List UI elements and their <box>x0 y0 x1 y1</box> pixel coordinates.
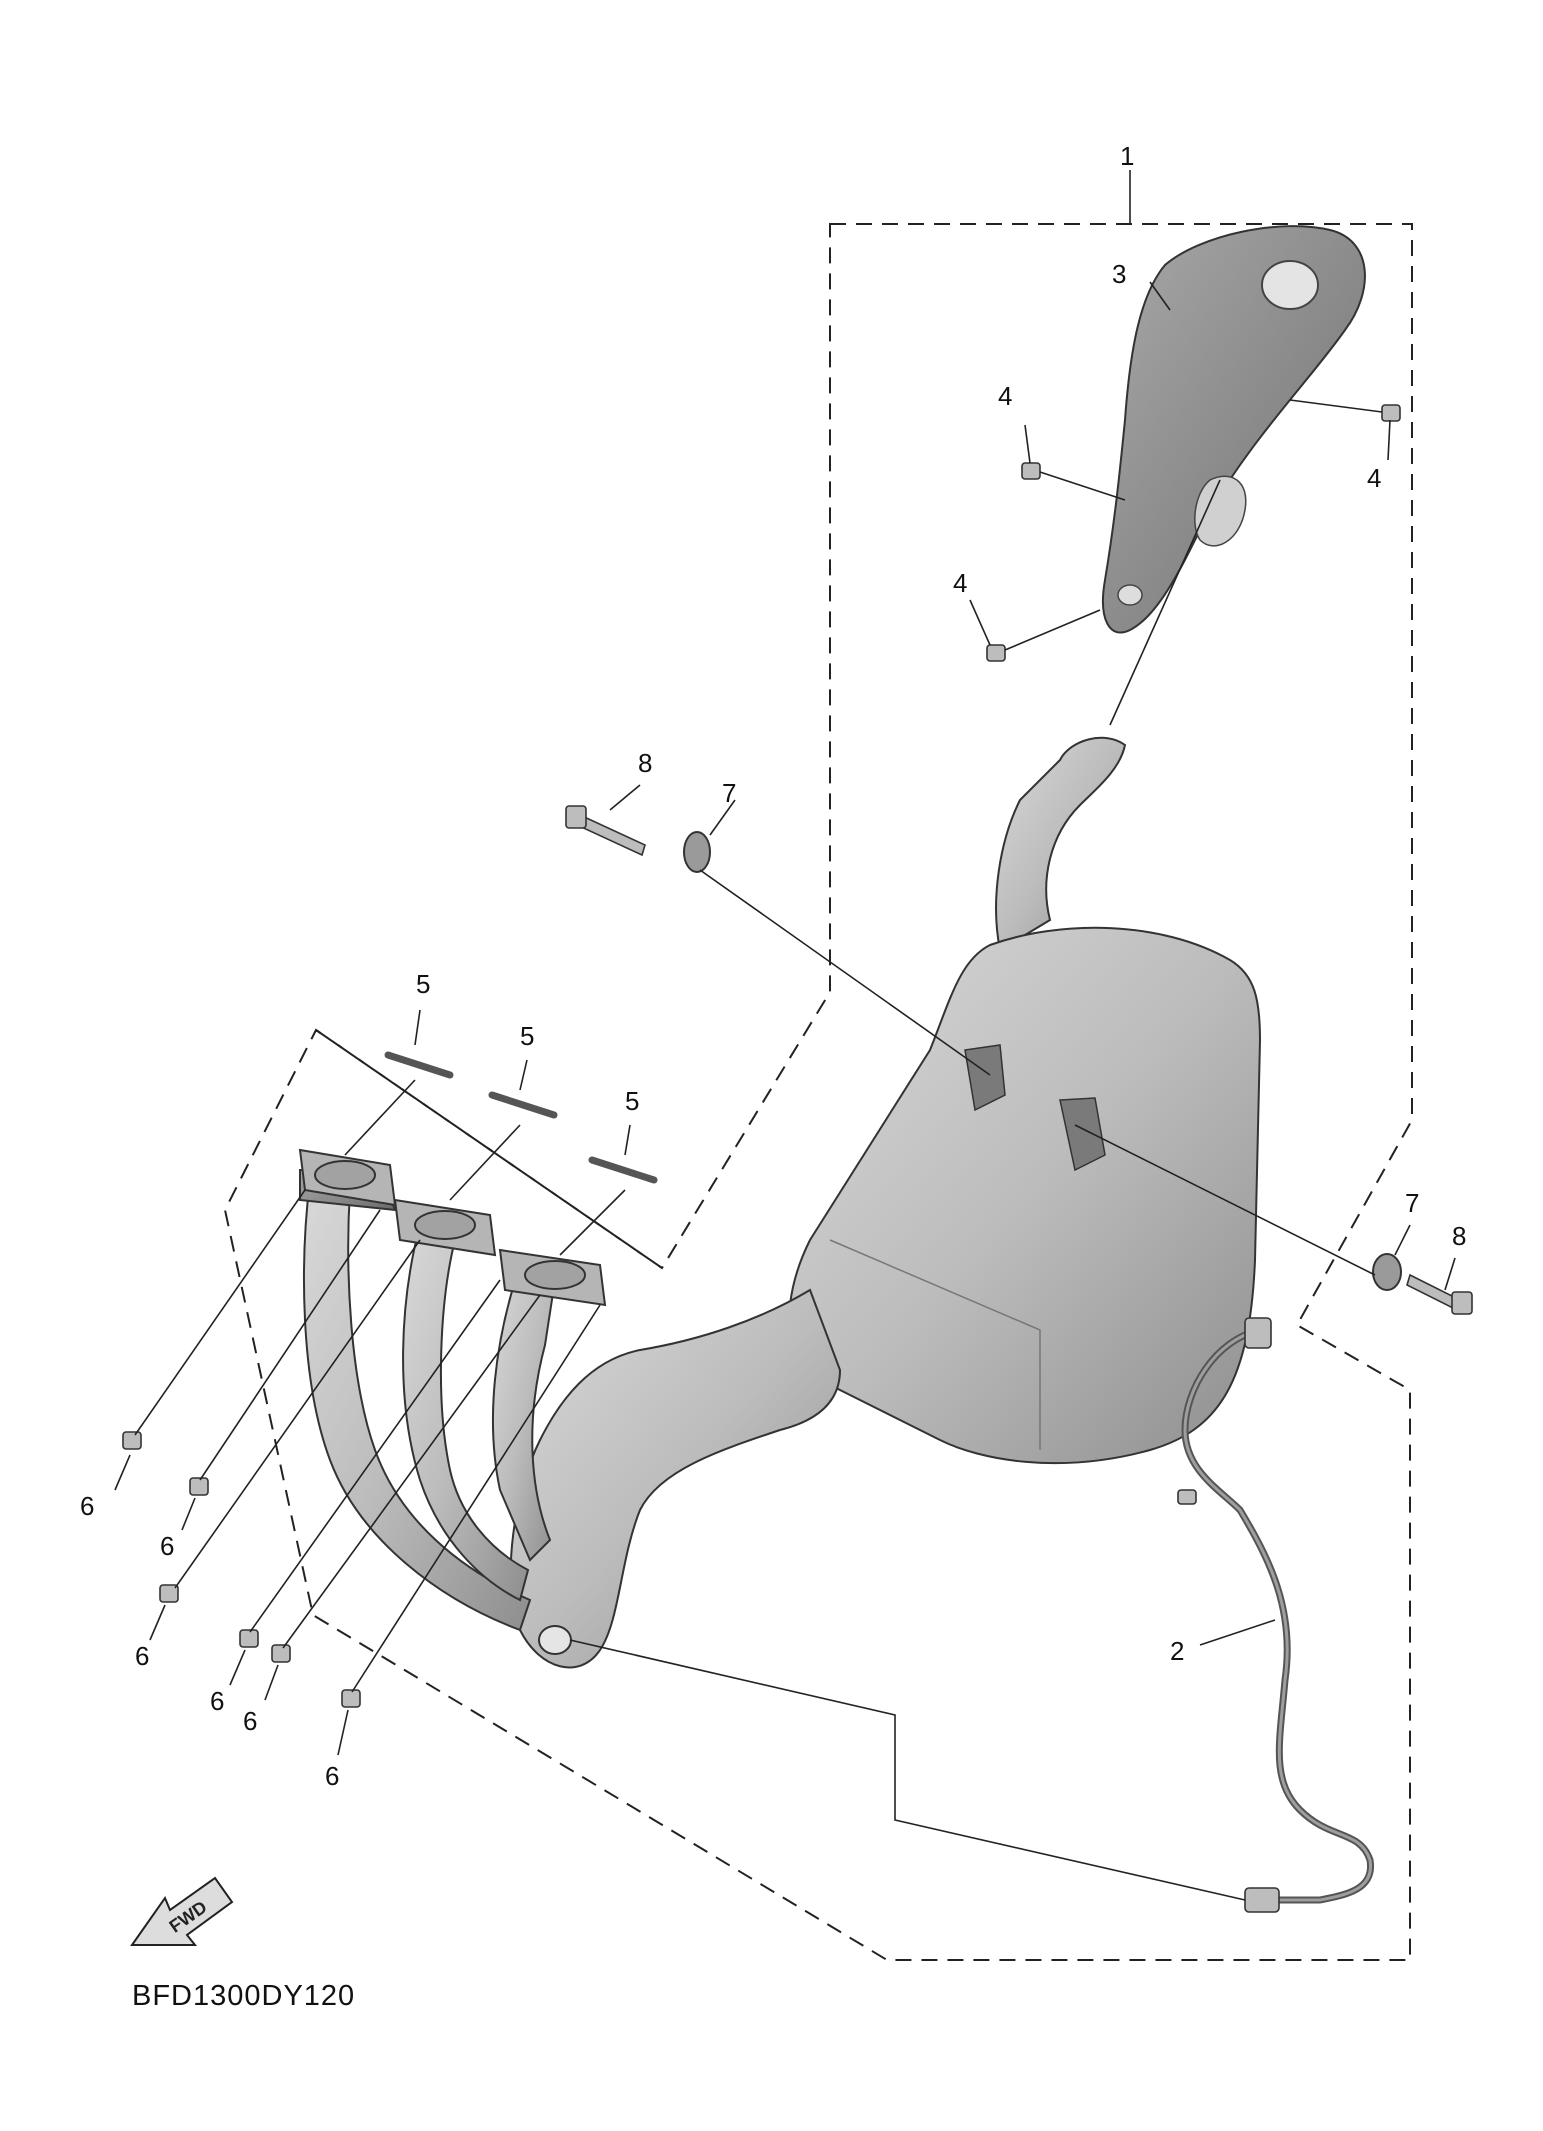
callout-7-b: 7 <box>1405 1188 1419 1218</box>
callout-1: 1 <box>1120 141 1134 171</box>
callout-5-a: 5 <box>416 969 430 999</box>
diagram-code: BFD1300DY120 <box>132 1980 355 2012</box>
nut-6-e <box>271 1644 291 1663</box>
mid-pipe <box>509 1288 842 1669</box>
gasket-5-c <box>588 1156 658 1184</box>
bolt-4-a <box>1021 462 1041 480</box>
muffler <box>788 736 1262 1465</box>
callout-5-b: 5 <box>520 1021 534 1051</box>
gasket-5-a <box>384 1051 454 1079</box>
nut-6-a <box>122 1431 142 1450</box>
nut-6-c <box>159 1584 179 1603</box>
callout-5-c: 5 <box>625 1086 639 1116</box>
nut-6-b <box>189 1477 209 1496</box>
callout-6-c: 6 <box>135 1641 149 1671</box>
header-pipes <box>298 1148 607 1632</box>
bolt-4-b <box>1381 404 1401 422</box>
bolt-8-left <box>576 813 646 857</box>
callout-8-b: 8 <box>1452 1221 1466 1251</box>
washer-7-right <box>1372 1253 1402 1291</box>
nut-6-d <box>239 1629 259 1648</box>
nut-6-f <box>341 1689 361 1708</box>
oxygen-sensor <box>1177 1317 1374 1913</box>
callout-6-d: 6 <box>210 1686 224 1716</box>
gasket-5-b <box>488 1091 558 1119</box>
callout-7-a: 7 <box>722 778 736 808</box>
callout-3: 3 <box>1112 259 1126 289</box>
callout-6-a: 6 <box>80 1491 94 1521</box>
heat-shield-mount-hole <box>1261 260 1319 310</box>
header-group-boundary <box>315 1029 663 1269</box>
muffler-bracket-left <box>964 1044 1006 1112</box>
fasteners <box>122 404 1473 1708</box>
muffler-bracket-right <box>1059 1097 1106 1172</box>
bolt-4-c <box>986 644 1006 662</box>
sensor-probe <box>1244 1887 1280 1913</box>
callout-6-e: 6 <box>243 1706 257 1736</box>
callout-4-a: 4 <box>998 381 1012 411</box>
washer-7-left <box>683 831 711 873</box>
callout-4-b: 4 <box>1367 463 1381 493</box>
callout-8-a: 8 <box>638 748 652 778</box>
callouts: 1 3 4 4 4 8 7 5 5 5 7 8 6 6 6 6 6 6 2 <box>80 141 1466 1791</box>
callout-6-f: 6 <box>325 1761 339 1791</box>
leader-lines <box>114 281 1456 1901</box>
callout-2: 2 <box>1170 1636 1184 1666</box>
callout-6-b: 6 <box>160 1531 174 1561</box>
fwd-arrow-icon: FWD <box>130 1876 234 1946</box>
heat-shield <box>1101 225 1366 634</box>
callout-4-c: 4 <box>953 568 967 598</box>
sensor-connector <box>1244 1317 1272 1349</box>
